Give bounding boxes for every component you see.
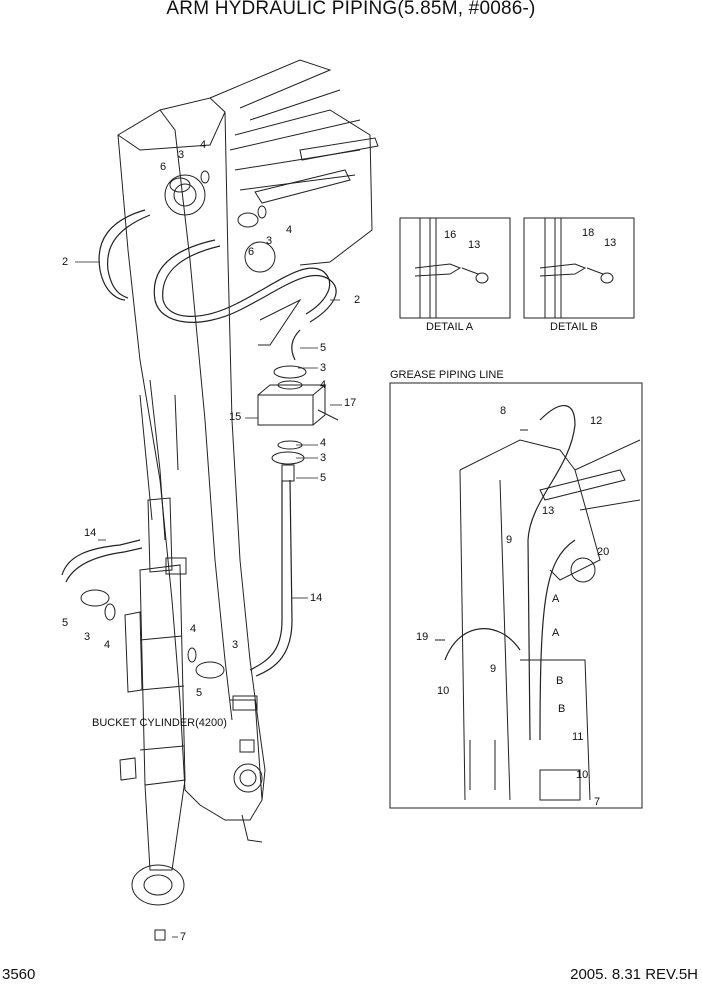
- part-label: 16: [444, 229, 457, 241]
- part-label: 13: [542, 505, 555, 517]
- part-label: 3: [320, 362, 327, 374]
- bucket-cylinder: [119, 497, 258, 941]
- part-label: 3: [320, 452, 327, 464]
- part-label: 3: [232, 639, 239, 651]
- part-label: 5: [196, 687, 203, 699]
- part-label: 3: [266, 235, 273, 247]
- part-label: 18: [582, 227, 595, 239]
- part-label: 8: [500, 405, 507, 417]
- part-label: 6: [160, 161, 167, 173]
- grease-piping-box: [389, 382, 643, 809]
- part-label: 10: [437, 685, 450, 697]
- part-label: 9: [490, 663, 497, 675]
- page-title: ARM HYDRAULIC PIPING(5.85M, #0086-): [166, 0, 536, 19]
- part-label: 14: [310, 592, 323, 604]
- part-label: 3: [84, 631, 91, 643]
- part-label: 2: [62, 256, 69, 268]
- part-label: 14: [84, 527, 97, 539]
- part-label: 4: [320, 379, 327, 391]
- part-label: 11: [572, 731, 584, 743]
- part-label: A: [552, 627, 560, 639]
- part-label: 5: [320, 472, 327, 484]
- part-label: 17: [344, 397, 357, 409]
- part-label: 13: [604, 237, 617, 249]
- part-label: 7: [180, 931, 187, 943]
- page-number: 3560: [2, 966, 36, 983]
- part-label: 19: [416, 631, 429, 643]
- part-label: 4: [286, 224, 293, 236]
- part-label: B: [556, 675, 564, 687]
- part-label: 4: [320, 437, 327, 449]
- hydraulic-hoses: [61, 209, 337, 677]
- grease-line-caption: GREASE PIPING LINE: [390, 369, 504, 381]
- part-label: 5: [62, 617, 69, 629]
- detail-b-caption: DETAIL B: [550, 321, 598, 333]
- revision-label: 2005. 8.31 REV.5H: [570, 966, 698, 983]
- part-label: 7: [594, 796, 601, 808]
- part-label: 4: [200, 139, 207, 151]
- part-label: 2: [354, 294, 361, 306]
- part-label: 3: [178, 149, 185, 161]
- detail-boxes: [399, 217, 635, 319]
- part-label: 13: [468, 239, 481, 251]
- part-label: 6: [248, 246, 255, 258]
- part-label: 10: [576, 769, 589, 781]
- part-label: A: [552, 593, 560, 605]
- part-label: 5: [320, 342, 327, 354]
- detail-a-caption: DETAIL A: [426, 321, 474, 333]
- part-label: 12: [590, 415, 603, 427]
- fittings: [80, 170, 339, 679]
- part-label: 4: [190, 623, 197, 635]
- part-label: 9: [506, 534, 513, 546]
- bucket-cylinder-caption: BUCKET CYLINDER(4200): [92, 717, 227, 729]
- part-label: 20: [597, 546, 610, 558]
- part-label: 4: [104, 639, 111, 651]
- leader-lines: [75, 261, 342, 938]
- part-label: B: [558, 703, 566, 715]
- arm-body: [117, 59, 379, 843]
- part-label: 15: [229, 411, 242, 423]
